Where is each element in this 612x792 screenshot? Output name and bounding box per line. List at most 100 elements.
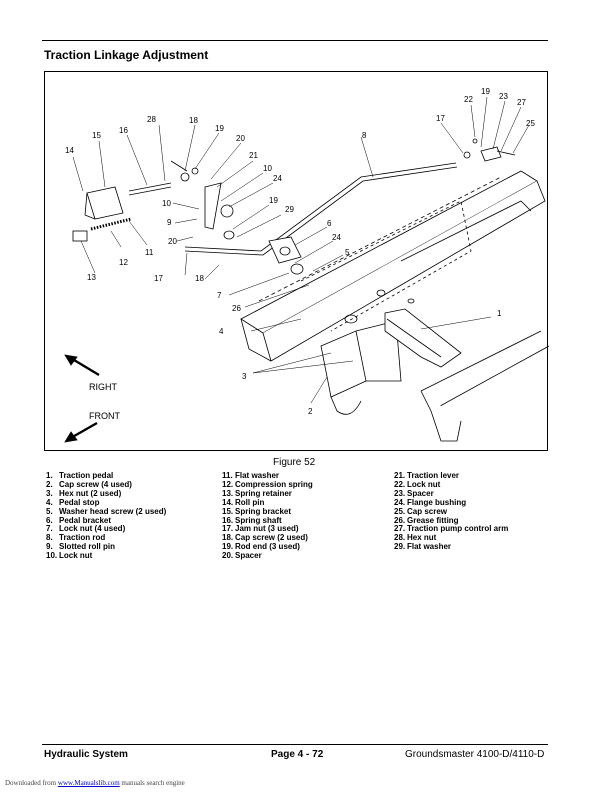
footer-section: Hydraulic System [44,749,128,760]
callout: 28 [147,115,156,124]
manualslib-link[interactable]: www.Manualslib.com [57,779,120,787]
legend-number: 18. [222,533,234,543]
legend-text: Grease fitting [407,515,459,525]
callout: 19 [481,87,490,96]
legend-item: 14.Roll pin [222,497,313,508]
legend-number: 22. [394,479,406,489]
callout: 23 [499,92,508,101]
traction-rod [184,162,458,256]
legend-item: 18.Cap screw (2 used) [222,533,313,543]
legend-text: Jam nut (3 used) [235,524,299,534]
legend-number: 3. [46,488,53,498]
callout: 6 [327,219,332,228]
callout: 12 [119,258,128,267]
callout: 22 [464,95,473,104]
legend-item: 4. Pedal stop [46,497,166,508]
legend-text: Traction pump control arm [407,524,509,534]
chassis-frame [240,170,549,442]
legend-number: 2. [46,479,53,489]
legend-item: 25.Cap screw [394,507,508,517]
callout: 15 [92,131,101,140]
callout: 26 [232,304,241,313]
legend-item: 28.Hex nut [394,533,508,543]
legend-number: 12. [222,479,234,489]
legend-item: 12.Compression spring [222,479,313,490]
legend-item: 8.Traction rod [46,533,166,543]
callout: 9 [167,218,172,227]
callout: 14 [65,146,74,155]
pedal-bracket [268,236,304,275]
legend-text: Spring shaft [235,515,282,525]
download-prefix: Downloaded from [5,779,57,787]
legend-number: 6. [46,515,53,525]
legend-number: 4. [46,497,53,507]
footer-page-number: Page 4 - 72 [271,749,324,760]
legend-number: 1. [46,471,53,480]
legend-text: Flat washer [235,471,280,480]
legend-number: 28. [394,533,406,543]
legend-number: 5. [46,506,53,516]
exploded-diagram: 1 2 3 4 5 6 7 8 9 10 10 11 12 13 14 15 1… [64,87,549,443]
callout: 1 [497,309,502,318]
callout: 7 [217,291,222,300]
legend-item: 13.Spring retainer [222,488,313,499]
legend-text: Spacer [235,551,262,561]
callout: 19 [269,196,278,205]
legend-number: 13. [222,488,234,498]
legend-item: 6. Pedal bracket [46,515,166,526]
legend-item: 16.Spring shaft [222,515,313,526]
legend-item: 9.Slotted roll pin [46,542,166,552]
legend-item: 29.Flat washer [394,542,508,552]
leader-lines [72,96,530,404]
callout: 19 [215,124,224,133]
legend-text: Pedal bracket [59,515,112,525]
legend-number: 7. [46,524,53,534]
legend-number: 29. [394,542,406,552]
callout: 29 [285,205,294,214]
legend-number: 20. [222,551,234,561]
callout: 20 [168,237,177,246]
legend-number: 11. [222,471,233,480]
legend-text: Spacer [407,488,434,498]
bottom-rule [42,744,548,745]
legend-item: 10.Lock nut [46,551,166,561]
legend-text: Cap screw (2 used) [235,533,308,543]
callout: 21 [249,151,258,160]
legend-item: 11.Flat washer [222,471,313,481]
traction-lever [170,160,235,240]
legend-item: 2.Cap screw (4 used) [46,479,166,490]
callout: 13 [87,273,96,282]
legend-item: 20.Spacer [222,551,313,561]
legend-text: Washer head screw (2 used) [59,506,167,516]
legend-number: 14. [222,497,234,507]
page-title: Traction Linkage Adjustment [44,48,209,62]
top-rule [42,40,548,41]
callout: 11 [145,248,154,257]
legend-item: 26.Grease fitting [394,515,508,526]
legend-item: 3.Hex nut (2 used) [46,488,166,499]
callout: 2 [308,407,313,416]
download-line: Downloaded from www.Manualslib.com manua… [5,779,185,787]
callout: 27 [517,98,526,107]
callout: 16 [119,126,128,135]
legend-text: Compression spring [235,479,313,489]
legend-number: 21. [394,471,406,480]
callout: 5 [345,248,350,257]
legend-text: Spring retainer [235,488,292,498]
pump-control-arm [463,138,516,162]
legend-item: 21.Traction lever [394,471,508,481]
legend-text: Spring bracket [235,506,292,516]
legend-number: 16. [222,515,234,525]
legend-item: 24.Flange bushing [394,498,508,508]
direction-arrows [64,354,100,443]
legend-text: Slotted roll pin [59,542,115,552]
legend-item: 22.Lock nut [394,479,508,490]
legend-number: 10. [46,551,58,561]
callout: 10 [263,164,272,173]
legend-text: Traction rod [59,533,106,543]
callout: 10 [162,199,171,208]
legend-number: 27. [394,524,406,534]
legend-text: Pedal stop [59,497,100,507]
